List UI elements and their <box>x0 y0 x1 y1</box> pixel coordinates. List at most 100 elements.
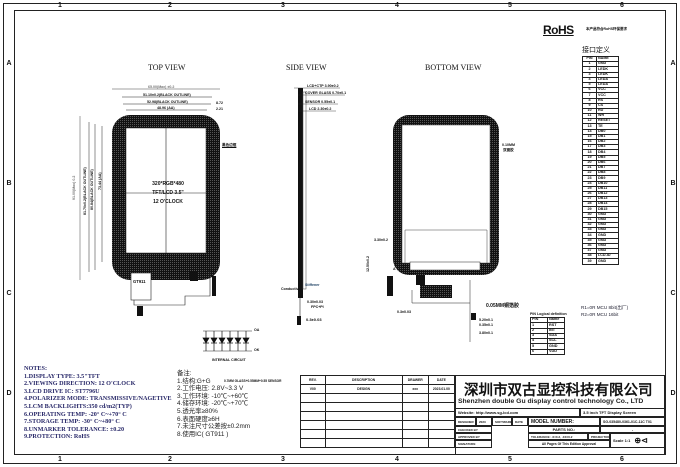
website: Website: http://www.sg-lcd.com <box>455 408 580 417</box>
led-diode-icon <box>234 331 242 351</box>
grid-column-label: 5 <box>508 2 512 9</box>
revision-row-empty <box>300 429 456 439</box>
r1-note: R1=0R MCU 8bit(出厂) <box>581 305 629 310</box>
pin-name: GND <box>596 258 619 265</box>
chip-label: GT911 <box>133 279 146 284</box>
interface-title: 接口定义 <box>582 46 610 54</box>
notes-cn-title: 备注: <box>177 370 192 377</box>
revision-cell <box>427 393 456 403</box>
led-diode-icon <box>218 331 226 351</box>
revision-cell <box>427 429 456 439</box>
pin-number: 39 <box>582 258 597 265</box>
note-cn-item: 1.结构:G+G <box>177 377 211 385</box>
dim-outline-width: 51.10±0.2(BLACK OUTLINE) <box>143 93 191 97</box>
note-cn-item: 5.透光率≥80% <box>177 407 218 415</box>
direction-label: 12 O'CLOCK <box>153 199 183 205</box>
bottom-dim-1: 3.30±0.2 <box>374 238 388 242</box>
outer-frame <box>3 3 677 464</box>
grid-column-label: 3 <box>281 2 285 9</box>
software-label: SOFTWARE <box>492 417 512 426</box>
note-item: 4.POLARIZER MODE: TRANSMISSIVE/NAGETIVE <box>24 395 172 403</box>
bottom-dim-6: 0.3±0.03 <box>397 310 411 314</box>
revision-cell <box>300 411 326 421</box>
projection-symbol-icon: ⊕⊲ <box>634 436 648 445</box>
led-anode-label: OA <box>254 328 260 332</box>
grid-row-label: B <box>670 180 676 187</box>
date-label: DATE <box>512 417 528 426</box>
touch-pin-title: PIN Logical definition <box>530 312 567 316</box>
note-item: 5.LCM BACKLIGHTS:350 cd/m2(TYP) <box>24 402 132 410</box>
led-diode-icon <box>210 331 218 351</box>
approval-footer: All Pages Of This Edition Approval <box>528 440 610 448</box>
designer-label: DESIGNER <box>455 417 476 426</box>
grid-row-label: B <box>6 180 12 187</box>
revision-cell <box>300 402 326 412</box>
led-diode-icon <box>202 331 210 351</box>
note-item: 8.UNMARKER TOLERANCE: ±0.20 <box>24 425 125 433</box>
rohs-logo: RoHS <box>543 23 574 37</box>
dim-offset-1: 8.72 <box>216 101 223 105</box>
dim-outline-height: 81.70±0.2(BLACK OUTLINE) <box>83 167 87 215</box>
revision-cell <box>300 393 326 403</box>
revision-cell <box>401 411 429 421</box>
revision-cell <box>324 393 403 403</box>
side-dim-lcd: LCD 2.30±0.2 <box>309 107 332 111</box>
bezel-callout: 黑色边框 <box>222 143 237 147</box>
revision-row-empty <box>300 438 456 448</box>
note-item: 9.PROTECTION: RoHS <box>24 433 90 441</box>
revision-header-cell: DRAWER <box>401 375 429 385</box>
grid-column-label: 2 <box>168 456 172 463</box>
revision-cell <box>427 420 456 430</box>
grid-column-label: 4 <box>395 2 399 9</box>
grid-row-label: C <box>670 290 676 297</box>
revision-cell <box>324 411 403 421</box>
led-diode-icon <box>226 331 234 351</box>
led-diode-icon <box>242 331 250 351</box>
revision-header-cell: REV. <box>300 375 326 385</box>
side-view-drawing <box>294 87 345 325</box>
side-dim-total: LCD+CTP 3.90±0.2 <box>307 84 339 88</box>
note-item: 6.OPERATING TEMP: -20° C~+70° C <box>24 410 127 418</box>
notes-title: NOTES: <box>24 365 48 372</box>
note-cn-item: 8.使用IC( GT911 ) <box>177 430 229 438</box>
company-name-en: Shenzhen double Gu display control techn… <box>458 398 644 405</box>
copper-tape-callout: 0.05MM铜箔胶 <box>486 303 520 309</box>
grid-column-label: 6 <box>620 2 624 9</box>
led-circuit-caption: INTERNAL CIRCUIT <box>212 358 246 362</box>
checked-by-label: CHECKED BY <box>455 426 492 433</box>
revision-cell: DESIGN <box>324 384 403 394</box>
note-cn-item: 4.储存环境: -20℃~+70℃ <box>177 400 249 408</box>
bottom-dim-2: 12.50±0.2 <box>366 256 370 272</box>
r2-note: R2=0R MCU 16bit <box>581 311 619 317</box>
revision-cell <box>324 438 403 448</box>
revision-row-empty <box>300 420 456 430</box>
side-view-title: SIDE VIEW <box>286 63 327 72</box>
conductive-label: Conductive <box>281 287 301 291</box>
revision-cell: V00 <box>300 384 326 394</box>
rohs-subtitle: 本产品符合RoHS环保要求 <box>586 27 628 31</box>
parts-no: - <box>600 426 665 433</box>
touch-pin-number: 6 <box>530 348 548 356</box>
revision-cell <box>300 438 326 448</box>
revision-cell <box>401 429 429 439</box>
drawing-frame <box>14 10 666 455</box>
grid-column-label: 1 <box>58 456 62 463</box>
note-item: 1.DISPLAY TYPE: 3.5"TFT <box>24 372 100 380</box>
revision-cell <box>427 438 456 448</box>
model-number: SG-035480-0361-01C-11C T01 <box>600 417 665 426</box>
led-cathode-label: OK <box>254 348 260 352</box>
fpc-thickness: 0.30±0.03 <box>307 300 323 304</box>
approved-by-label: APPROVED BY <box>455 433 492 440</box>
note-cn-item: 6.表面硬度≥6H <box>177 415 220 423</box>
note-cn-item: 7.未注尺寸公差按±0.2mm <box>177 423 251 431</box>
note-cn-item: 3.工作环境: -10℃~+60℃ <box>177 392 249 400</box>
side-dim-cover: COVER GLASS 0.70±0.1 <box>305 91 347 95</box>
bottom-a-mark: A <box>393 267 396 271</box>
revision-cell <box>401 438 429 448</box>
note-cn-item: 2.工作电压: 2.8V~3.3 V <box>177 385 244 393</box>
grid-column-label: 5 <box>508 456 512 463</box>
revision-cell <box>427 402 456 412</box>
structure-detail: 0.7MM GLASS+0.55MM+0.55 SENSOR <box>224 379 282 383</box>
